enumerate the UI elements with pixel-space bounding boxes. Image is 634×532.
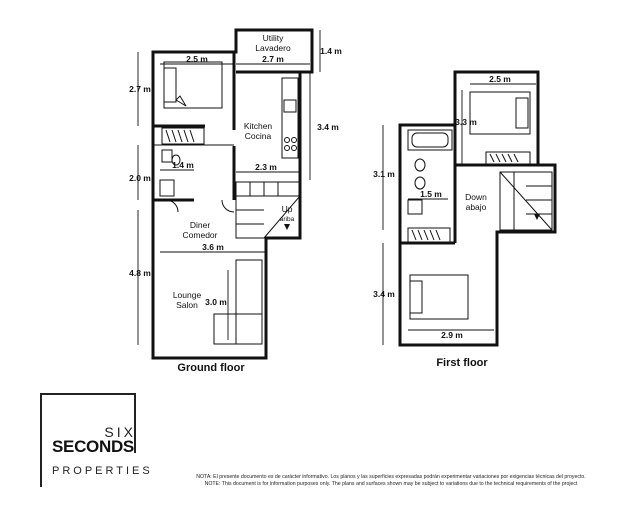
label-up-es: ariba (280, 216, 295, 223)
dim-bath-width: 1.4 m (172, 160, 194, 170)
dim-kitchen-width: 2.3 m (255, 162, 277, 172)
disclaimer-es: NOTA: El presente documento es de caráct… (196, 474, 586, 480)
label-lounge-es: Salon (176, 300, 198, 310)
label-diner: Diner (190, 220, 210, 230)
first-floor-title: First floor (436, 357, 488, 369)
dim-bath-height: 2.0 m (129, 173, 151, 183)
disclaimer-note: NOTA: El presente documento es de caráct… (152, 474, 630, 488)
label-down: Down (465, 192, 487, 202)
dim-ff-bedroom2-width: 2.9 m (441, 330, 463, 340)
label-utility: Utility (263, 33, 285, 43)
dim-diner-width: 3.6 m (202, 242, 224, 252)
label-kitchen-es: Cocina (245, 131, 272, 141)
dim-lounge-width: 3.0 m (205, 297, 227, 307)
label-lounge: Lounge (173, 290, 202, 300)
dim-bedroom-height: 2.7 m (129, 84, 151, 94)
first-floor-plan: 2.5 m 3.3 m 3.1 m 1.5 m Down abajo 3.4 m… (373, 70, 557, 369)
label-up: Up (282, 204, 293, 214)
dim-ff-bedroom1-height: 3.3 m (455, 117, 477, 127)
six-seconds-logo: SIX SECONDS PROPERTIES (40, 393, 150, 489)
dim-utility-height: 1.4 m (320, 46, 342, 56)
dim-bedroom-width: 2.5 m (186, 54, 208, 64)
dim-ff-bath-height: 3.1 m (373, 169, 395, 179)
logo-six: SIX (104, 424, 136, 440)
logo-frame-top (40, 393, 136, 453)
label-down-es: abajo (466, 202, 487, 212)
label-utility-es: Lavadero (255, 43, 291, 53)
label-diner-es: Comedor (183, 230, 218, 240)
label-kitchen: Kitchen (244, 121, 273, 131)
dim-utility-width: 2.7 m (262, 54, 284, 64)
dim-ff-bedroom2-height: 3.4 m (373, 289, 395, 299)
disclaimer-en: NOTE: This document is for information p… (204, 481, 578, 487)
dim-lounge-height: 4.8 m (129, 268, 151, 278)
logo-frame-bottom (40, 451, 42, 487)
dim-kitchen-height: 3.4 m (317, 122, 339, 132)
ground-floor-title: Ground floor (177, 362, 245, 374)
dim-ff-bath-width: 1.5 m (420, 189, 442, 199)
logo-properties: PROPERTIES (52, 465, 153, 477)
dim-ff-bedroom1-width: 2.5 m (489, 74, 511, 84)
ground-floor-plan: Utility Lavadero 2.7 m 1.4 m 2.5 m 2.7 m… (129, 28, 342, 374)
logo-seconds: SECONDS (52, 437, 134, 456)
